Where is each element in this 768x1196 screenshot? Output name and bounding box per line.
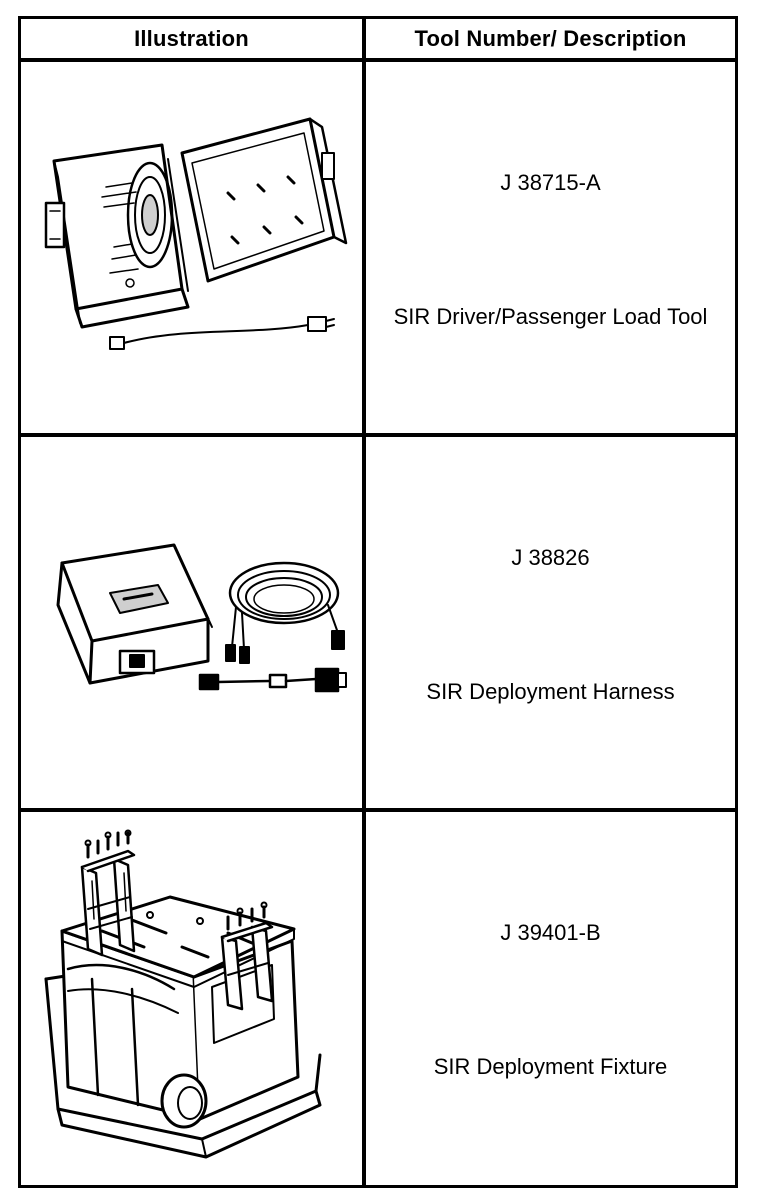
table-row-illustration bbox=[21, 437, 366, 812]
tool-description: SIR Deployment Harness bbox=[426, 679, 675, 704]
header-tool-cell: Tool Number/ Description bbox=[366, 19, 735, 62]
table-row-illustration bbox=[21, 812, 366, 1185]
header-illustration: Illustration bbox=[134, 25, 249, 51]
tool-number: J 39401-B bbox=[500, 920, 601, 945]
tool-number: J 38715-A bbox=[500, 170, 601, 195]
table-row-tool: J 38715-A SIR Driver/Passenger Load Tool bbox=[366, 62, 735, 437]
table-row-tool: J 38826 SIR Deployment Harness bbox=[366, 437, 735, 812]
deployment-harness-icon bbox=[56, 543, 347, 692]
table-row-tool: J 39401-B SIR Deployment Fixture bbox=[366, 812, 735, 1185]
tool-number: J 38826 bbox=[511, 545, 590, 570]
header-tool-number-description: Tool Number/ Description bbox=[414, 25, 687, 51]
load-tool-case-icon bbox=[44, 117, 347, 350]
tool-description: SIR Driver/Passenger Load Tool bbox=[393, 304, 708, 329]
tool-table: Illustration Tool Number/ Description bbox=[18, 16, 738, 1188]
header-illustration-cell: Illustration bbox=[21, 19, 366, 62]
table-row-illustration bbox=[21, 62, 366, 437]
deployment-fixture-icon bbox=[44, 829, 321, 1158]
tool-description: SIR Deployment Fixture bbox=[433, 1054, 668, 1079]
